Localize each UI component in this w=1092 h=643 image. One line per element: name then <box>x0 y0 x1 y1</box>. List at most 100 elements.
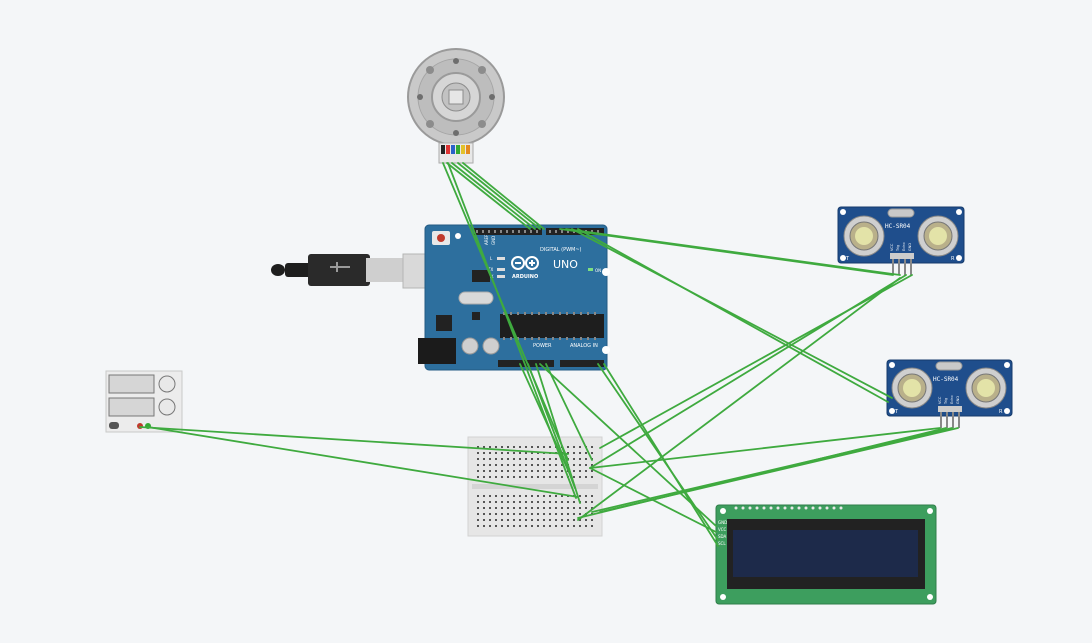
breadboard-hole <box>477 446 479 448</box>
transducer-left <box>843 215 885 257</box>
breadboard-hole <box>483 525 485 527</box>
wire[interactable] <box>597 363 719 541</box>
breadboard-hole <box>489 446 491 448</box>
wire[interactable] <box>603 363 719 547</box>
breadboard-hole <box>495 452 497 454</box>
wire[interactable] <box>139 426 569 455</box>
transducer-right <box>917 215 959 257</box>
breadboard-hole <box>585 476 587 478</box>
wire[interactable] <box>589 427 941 469</box>
power-label: POWER <box>533 343 552 349</box>
breadboard-hole <box>507 476 509 478</box>
breadboard-hole <box>531 464 533 466</box>
breadboard-hole <box>591 495 593 497</box>
sensor-model-label: HC-SR04 <box>933 376 959 383</box>
wire[interactable] <box>577 277 901 521</box>
arduino-uno-board[interactable]: DIGITAL (PWM~) AREF GND L TX RX UNO ARDU… <box>418 224 610 371</box>
wire[interactable] <box>565 228 901 276</box>
breadboard-hole <box>477 519 479 521</box>
breadboard-hole <box>531 525 533 527</box>
wire[interactable] <box>571 228 893 399</box>
breadboard-hole <box>573 470 575 472</box>
breadboard-hole <box>507 464 509 466</box>
wire[interactable] <box>462 162 545 230</box>
breadboard-hole <box>507 458 509 460</box>
breadboard-hole <box>513 495 515 497</box>
wire[interactable] <box>147 426 579 498</box>
l-label: L <box>490 256 493 261</box>
breadboard-hole <box>531 495 533 497</box>
wire[interactable] <box>599 274 913 449</box>
breadboard-hole <box>495 507 497 509</box>
breadboard-hole <box>543 501 545 503</box>
breadboard-hole <box>549 470 551 472</box>
on-label: ON <box>595 268 601 273</box>
breadboard-hole <box>525 519 527 521</box>
breadboard-hole <box>549 476 551 478</box>
power-jack <box>418 338 456 364</box>
breadboard-hole <box>537 501 539 503</box>
uno-label: UNO <box>553 258 578 271</box>
wire[interactable] <box>451 162 536 230</box>
breadboard-hole <box>501 452 503 454</box>
crystal <box>458 291 494 305</box>
breadboard-hole <box>495 446 497 448</box>
breadboard-hole <box>573 446 575 448</box>
ultrasonic-sensor-top[interactable]: HC-SR04 T R VCC Trig Echo GND <box>837 206 965 275</box>
breadboard-hole <box>561 476 563 478</box>
breadboard-hole <box>513 464 515 466</box>
breadboard-hole <box>579 470 581 472</box>
breadboard-hole <box>501 458 503 460</box>
power-supply-icon[interactable] <box>105 370 183 433</box>
breadboard-hole <box>495 519 497 521</box>
breadboard-hole <box>519 446 521 448</box>
breadboard-hole <box>555 501 557 503</box>
breadboard-hole <box>525 446 527 448</box>
breadboard-hole <box>489 452 491 454</box>
breadboard-hole <box>543 495 545 497</box>
breadboard[interactable] <box>467 436 603 537</box>
breadboard-hole <box>513 507 515 509</box>
lcd-screen <box>733 530 918 577</box>
atmega-chip <box>500 314 604 338</box>
breadboard-hole <box>567 452 569 454</box>
wire[interactable] <box>535 363 581 504</box>
analog-label: ANALOG IN <box>570 343 598 349</box>
sensor-pin-echo: Echo <box>902 243 906 252</box>
breadboard-hole <box>483 507 485 509</box>
lcd-pin-gnd: GND <box>718 520 727 525</box>
breadboard-hole <box>567 519 569 521</box>
servo-motor-icon[interactable] <box>407 48 505 164</box>
breadboard-hole <box>543 470 545 472</box>
wire[interactable] <box>519 363 569 471</box>
wire[interactable] <box>527 363 576 489</box>
breadboard-hole <box>543 519 545 521</box>
breadboard-hole <box>567 446 569 448</box>
breadboard-hole <box>537 470 539 472</box>
wire-group[interactable] <box>139 162 959 547</box>
wire[interactable] <box>446 162 531 230</box>
wire[interactable] <box>599 427 959 513</box>
wire[interactable] <box>545 363 593 461</box>
breadboard-hole <box>501 501 503 503</box>
breadboard-hole <box>561 495 563 497</box>
breadboard-hole <box>555 507 557 509</box>
lcd-display[interactable]: GND VCC SDA SCL <box>715 504 937 605</box>
breadboard-hole <box>591 470 593 472</box>
ultrasonic-sensor-bottom[interactable]: HC-SR04 T R VCC Trig Echo GND <box>886 359 1013 428</box>
breadboard-hole <box>525 476 527 478</box>
breadboard-hole <box>543 464 545 466</box>
breadboard-hole <box>519 519 521 521</box>
wire[interactable] <box>591 427 953 513</box>
breadboard-hole <box>555 470 557 472</box>
breadboard-hole <box>567 501 569 503</box>
tx-label: TX <box>487 267 493 272</box>
sensor-t-mark: T <box>845 256 850 262</box>
wire[interactable] <box>577 228 889 403</box>
wire[interactable] <box>457 162 541 230</box>
wire[interactable] <box>589 467 717 533</box>
breadboard-hole <box>495 470 497 472</box>
breadboard-hole <box>483 458 485 460</box>
breadboard-hole <box>477 507 479 509</box>
breadboard-hole <box>513 501 515 503</box>
